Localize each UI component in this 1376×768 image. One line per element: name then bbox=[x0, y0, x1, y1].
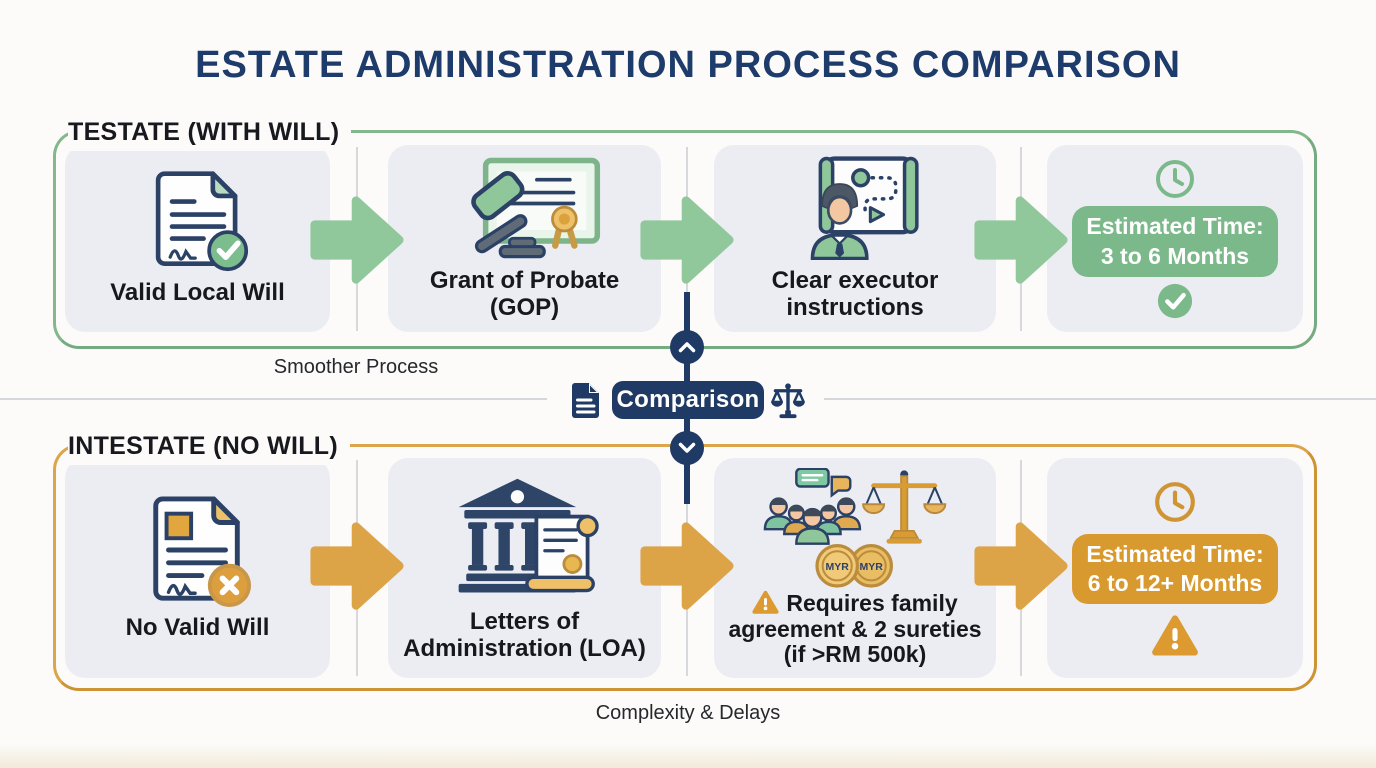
step-card-valid-will: Valid Local Will bbox=[65, 145, 330, 332]
step-label: Grant of Probate (GOP) bbox=[429, 267, 620, 322]
scales-icon bbox=[771, 383, 805, 419]
family-scales-coins-icon bbox=[763, 468, 946, 545]
document-x-icon bbox=[152, 496, 251, 607]
arrow-right-icon bbox=[310, 522, 404, 610]
divider bbox=[824, 398, 1376, 400]
step-card-no-valid-will: No Valid Will bbox=[65, 458, 330, 678]
comparison-badge: Comparison bbox=[612, 381, 764, 419]
executor-plan-icon bbox=[810, 156, 919, 261]
coin-label: MYR bbox=[859, 561, 883, 573]
step-label: Clear executor instructions bbox=[771, 267, 939, 322]
arrow-right-icon bbox=[640, 522, 734, 610]
step-label: No Valid Will bbox=[125, 613, 270, 641]
document-icon bbox=[572, 383, 599, 418]
estimate-prefix: Estimated Time: bbox=[1086, 213, 1264, 240]
estimate-card-intestate: Estimated Time: 6 to 12+ Months bbox=[1047, 458, 1303, 678]
gavel-certificate-icon bbox=[470, 157, 600, 259]
chevron-down-icon bbox=[670, 431, 704, 465]
step-card-letters-of-administration: Letters of Administration (LOA) bbox=[388, 458, 661, 678]
check-circle-icon bbox=[1157, 283, 1193, 319]
page-title: ESTATE ADMINISTRATION PROCESS COMPARISON bbox=[195, 44, 1181, 86]
document-check-icon bbox=[155, 171, 248, 272]
courthouse-scroll-icon bbox=[458, 478, 599, 593]
intestate-caption: Complexity & Delays bbox=[595, 702, 781, 724]
step-label: Letters of Administration (LOA) bbox=[403, 608, 646, 662]
intestate-heading: INTESTATE (NO WILL) bbox=[68, 432, 351, 465]
step-card-executor-instructions: Clear executor instructions bbox=[714, 145, 996, 332]
estimate-duration: 3 to 6 Months bbox=[1100, 242, 1250, 269]
step-card-grant-of-probate: Grant of Probate (GOP) bbox=[388, 145, 661, 332]
estimated-time-badge: Estimated Time: 6 to 12+ Months bbox=[1072, 533, 1278, 605]
clock-icon bbox=[1156, 160, 1194, 199]
arrow-right-icon bbox=[974, 196, 1068, 284]
warning-triangle-icon bbox=[752, 590, 779, 614]
arrow-right-icon bbox=[310, 196, 404, 284]
coin-label: MYR bbox=[826, 561, 850, 573]
chevron-up-icon bbox=[670, 330, 704, 364]
arrow-right-icon bbox=[974, 522, 1068, 610]
estimate-duration: 6 to 12+ Months bbox=[1087, 570, 1263, 596]
divider bbox=[0, 398, 547, 400]
step-label: Valid Local Will bbox=[110, 279, 285, 307]
step-card-family-agreement: MYR MYR Requires family agreement & 2 su… bbox=[714, 458, 996, 678]
warning-triangle-icon bbox=[1152, 615, 1198, 656]
testate-heading: TESTATE (WITH WILL) bbox=[68, 118, 352, 151]
clock-icon bbox=[1155, 481, 1195, 522]
step-label: Requires family agreement & 2 sureties (… bbox=[728, 589, 982, 668]
arrow-right-icon bbox=[640, 196, 734, 284]
estimate-card-testate: Estimated Time: 3 to 6 Months bbox=[1047, 145, 1303, 332]
estimated-time-badge: Estimated Time: 3 to 6 Months bbox=[1072, 206, 1278, 277]
estimate-prefix: Estimated Time: bbox=[1086, 540, 1264, 567]
testate-caption: Smoother Process bbox=[273, 356, 439, 378]
myr-coins-icon: MYR MYR bbox=[815, 544, 893, 588]
